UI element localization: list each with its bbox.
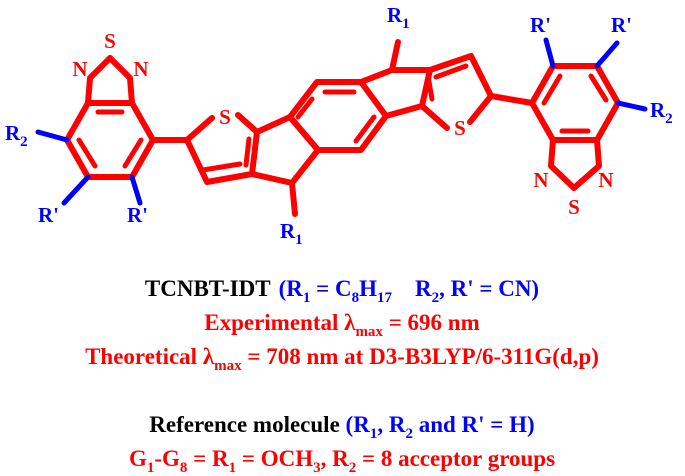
right-rprime-label-2: R'	[611, 13, 632, 37]
caption-line-theoretical: Theoretical λmax = 708 nm at D3-B3LYP/6-…	[85, 344, 599, 374]
left-thiadiazole-s-label: S	[104, 29, 116, 53]
top-r1-label: R1	[387, 3, 410, 32]
caption-line-experimental: Experimental λmax = 696 nm	[204, 310, 480, 340]
right-rprime-label-1: R'	[530, 13, 551, 37]
right-r2-label: R2	[650, 98, 673, 127]
right-thiadiazole-n2-label: N	[598, 168, 613, 192]
right-thiophene-s-label: S	[454, 116, 466, 140]
bottom-r1-label: R1	[280, 219, 303, 248]
left-benzothiadiazole	[35, 55, 190, 206]
left-r2-label: R2	[5, 121, 28, 150]
caption-line-compound: TCNBT-IDT(R1 = C8H17 R2, R' = CN)	[145, 276, 539, 306]
left-thiadiazole-n2-label: N	[133, 57, 148, 81]
left-rprime-label-2: R'	[127, 203, 148, 227]
right-thiadiazole-s-label: S	[568, 195, 580, 219]
indacenodithiophene-core	[184, 39, 535, 217]
left-thiadiazole-n1-label: N	[72, 57, 87, 81]
left-thiophene-s-label: S	[219, 105, 231, 129]
caption-line-groups: G1-G8 = R1 = OCH3, R2 = 8 acceptor group…	[129, 446, 555, 476]
right-thiadiazole-n1-label: N	[533, 168, 548, 192]
right-benzothiadiazole	[529, 37, 648, 191]
left-rprime-label-1: R'	[38, 203, 59, 227]
caption-line-reference: Reference molecule (R1, R2 and R' = H)	[149, 412, 534, 442]
